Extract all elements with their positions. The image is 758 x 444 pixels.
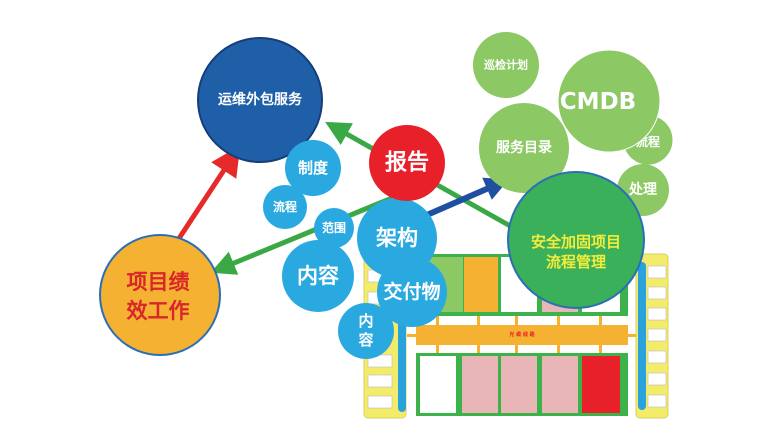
backbone-bar [416, 325, 628, 345]
svg-text:处理: 处理 [628, 181, 657, 198]
node-scope: 范围 [314, 208, 354, 248]
node-content-small: 内 容 [338, 303, 394, 359]
node-policy: 制度 [285, 140, 341, 196]
link-arrows [407, 316, 636, 353]
node-service-catalog: 服务目录 [479, 103, 569, 193]
node-deliverables: 交付物 [377, 257, 447, 327]
svg-text:容: 容 [357, 331, 373, 349]
node-content-large: 内容 [282, 240, 354, 312]
zone-cabinet [501, 356, 537, 413]
zone-cabinet [462, 356, 498, 413]
svg-text:制度: 制度 [298, 159, 329, 177]
svg-text:架构: 架构 [376, 226, 418, 250]
backbone-label: 光 缆 线 路 [508, 331, 535, 338]
svg-text:安全加固项目: 安全加固项目 [531, 233, 621, 251]
right-rack-devices [647, 265, 667, 408]
svg-text:内容: 内容 [297, 264, 339, 288]
svg-text:运维外包服务: 运维外包服务 [218, 91, 303, 108]
svg-text:流程管理: 流程管理 [546, 253, 606, 271]
svg-text:效工作: 效工作 [127, 299, 190, 323]
node-report: 报告 [369, 125, 445, 201]
zone-cabinet [582, 356, 620, 413]
red-arrow [171, 145, 241, 248]
svg-text:范围: 范围 [322, 220, 346, 235]
svg-text:服务目录: 服务目录 [496, 139, 552, 156]
green-arrow-to-performance [210, 195, 393, 275]
zone-cabinet [542, 356, 578, 413]
zone-cabinet [420, 356, 456, 413]
svg-text:报告: 报告 [385, 151, 429, 176]
svg-text:交付物: 交付物 [383, 280, 440, 303]
blue-arrow-to-service-catalog [418, 177, 510, 221]
svg-text:CMDB: CMDB [560, 89, 636, 115]
zone-cabinet [464, 257, 498, 312]
right-rack-bar [638, 262, 646, 410]
svg-text:项目绩: 项目绩 [127, 270, 190, 294]
node-inspection-plan: 巡检计划 [473, 32, 539, 98]
svg-text:流程: 流程 [273, 199, 297, 214]
node-cmdb: CMDB [557, 49, 661, 153]
svg-text:内: 内 [358, 312, 373, 330]
node-process-blue: 流程 [263, 185, 307, 229]
green-cluster: 巡检计划 服务目录 流程 CMDB 处理 [473, 32, 674, 216]
node-outsourcing: 运维外包服务 [197, 37, 323, 163]
blue-cluster: 制度 流程 范围 内容 架构 交付物 内 容 [263, 140, 447, 359]
node-performance: 项目绩 效工作 [99, 234, 221, 356]
svg-text:巡检计划: 巡检计划 [484, 58, 528, 72]
node-security-hardening: 安全加固项目 流程管理 [507, 171, 645, 309]
